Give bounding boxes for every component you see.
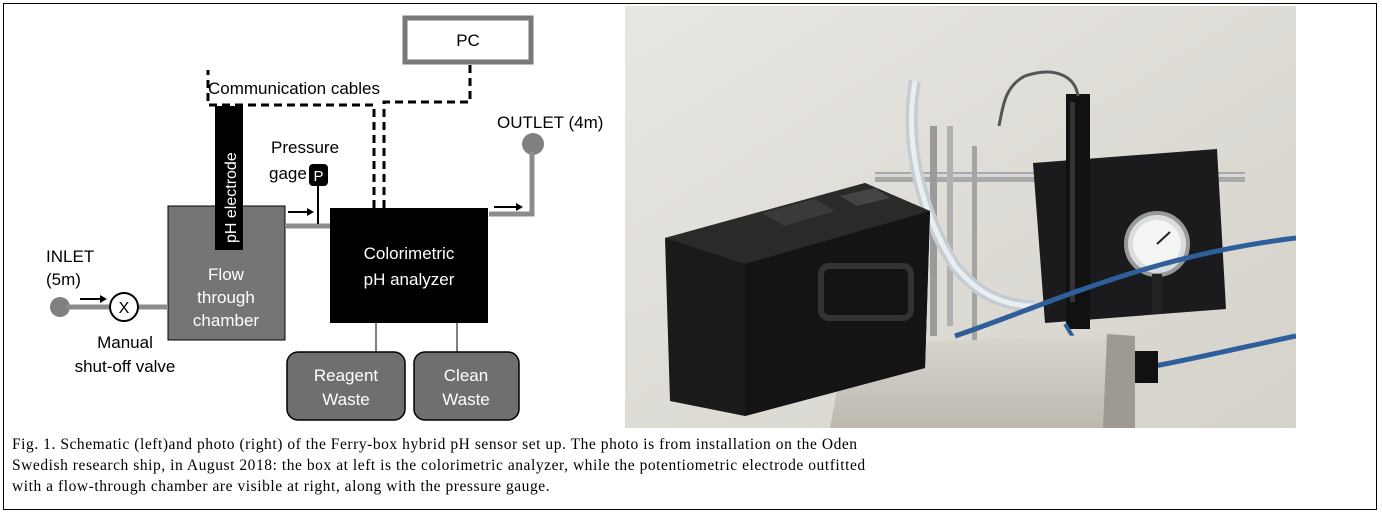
pressure-gage-box	[309, 164, 328, 186]
analyzer-label-2: pH analyzer	[364, 270, 455, 289]
figure-caption: Fig. 1. Schematic (left)and photo (right…	[12, 434, 1367, 497]
reagent-waste-label-1: Reagent	[314, 366, 379, 385]
schematic-diagram: PC Communication cables OUTLET (4m) Flow…	[46, 15, 603, 421]
colorimetric-analyzer	[330, 208, 488, 323]
flow-chamber-label-3: chamber	[193, 311, 259, 330]
inlet-node	[50, 297, 70, 317]
inlet-label-2: (5m)	[46, 270, 81, 289]
outlet-node	[522, 133, 544, 155]
outlet-arrow	[494, 203, 523, 211]
communication-cables	[206, 64, 472, 208]
ph-electrode-label: pH electrode	[223, 152, 240, 243]
pc-label: PC	[456, 31, 480, 50]
shut-off-valve	[109, 292, 139, 322]
flow-chamber-label-2: through	[197, 288, 255, 307]
pressure-label-2: gage	[269, 164, 307, 183]
caption-line-1: Fig. 1. Schematic (left)and photo (right…	[12, 436, 858, 453]
inlet-label-1: INLET	[46, 247, 94, 266]
ph-electrode	[215, 106, 243, 250]
communication-cables-label: Communication cables	[208, 79, 380, 98]
clean-waste-box	[413, 351, 520, 421]
flow-chamber-label-1: Flow	[208, 265, 245, 284]
reagent-waste-label-2: Waste	[322, 390, 370, 409]
pc-box	[402, 15, 534, 65]
valve-label-1: Manual	[97, 333, 153, 352]
valve-label-2: shut-off valve	[75, 357, 176, 376]
figure-frame	[3, 3, 1377, 510]
caption-line-2: Swedish research ship, in August 2018: t…	[12, 457, 866, 474]
installation-photo	[625, 6, 1296, 428]
analyzer-label-1: Colorimetric	[364, 244, 455, 263]
reagent-waste-box	[286, 351, 406, 421]
clean-waste-label-2: Waste	[442, 390, 490, 409]
outlet-pipe	[489, 152, 535, 217]
valve-symbol: X	[119, 300, 130, 317]
chamber-analyzer-arrow	[288, 208, 314, 216]
clean-waste-label-1: Clean	[444, 366, 488, 385]
outlet-label: OUTLET (4m)	[497, 113, 603, 132]
pressure-gage-symbol: P	[313, 168, 323, 185]
caption-line-3: with a flow-through chamber are visible …	[12, 478, 551, 495]
inlet-arrow	[80, 295, 107, 303]
pressure-label-1: Pressure	[271, 138, 339, 157]
